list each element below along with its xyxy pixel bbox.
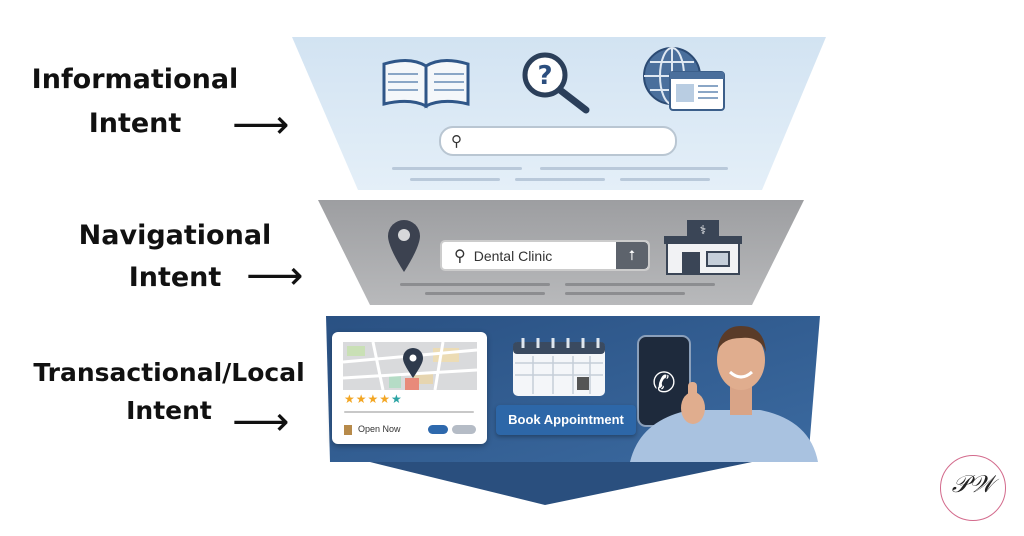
search-submit-button[interactable]: ⭡ xyxy=(616,242,648,269)
book-appointment-button[interactable]: Book Appointment xyxy=(496,405,636,435)
text-line xyxy=(410,178,500,181)
toggle-on-button[interactable] xyxy=(428,425,448,434)
funnel-tip xyxy=(370,462,752,505)
text-line xyxy=(620,178,710,181)
svg-text:✆: ✆ xyxy=(652,367,675,398)
map-thumbnail xyxy=(343,342,477,390)
local-listing-card[interactable]: ★★★★★ Open Now xyxy=(332,332,487,444)
title-line: Intent xyxy=(128,262,222,293)
arrow-icon: ⟶ xyxy=(232,102,290,148)
book-icon xyxy=(382,59,470,109)
title-line: Informational xyxy=(31,64,239,95)
phone-icon: ✆ xyxy=(637,335,691,427)
location-pin-icon xyxy=(388,220,420,272)
title-line: Transactional/Local xyxy=(33,358,305,387)
calendar-icon xyxy=(513,338,605,396)
title-line: Navigational xyxy=(78,220,272,251)
arrow-icon: ⟶ xyxy=(246,253,304,299)
text-line xyxy=(392,167,522,170)
text-line xyxy=(565,283,715,286)
svg-text:?: ? xyxy=(537,61,552,91)
svg-text:⚕: ⚕ xyxy=(700,223,707,237)
text-line xyxy=(425,292,545,295)
arrow-icon: ⟶ xyxy=(232,399,290,445)
title-line: Intent xyxy=(88,108,182,139)
navigational-search-bar[interactable]: ⚲ Dental Clinic ⭡ xyxy=(440,240,650,271)
search-icon: ⚲ xyxy=(451,133,462,150)
practiwrite-logo: 𝒫𝒲 xyxy=(940,455,1006,521)
star-rating: ★★★★★ xyxy=(344,392,403,406)
informational-search-bar[interactable]: ⚲ xyxy=(439,126,677,156)
listing-status: Open Now xyxy=(358,424,401,434)
open-icon xyxy=(344,425,352,435)
text-line xyxy=(565,292,685,295)
globe-browser-icon xyxy=(643,47,725,111)
text-line xyxy=(344,411,474,413)
text-line xyxy=(540,167,728,170)
search-value: Dental Clinic xyxy=(473,247,553,264)
title-line: Intent xyxy=(126,396,212,425)
text-line xyxy=(400,283,550,286)
text-line xyxy=(515,178,605,181)
smiling-man-photo xyxy=(630,326,818,462)
building-icon: ⚕ xyxy=(664,220,742,275)
magnifier-question-icon: ? xyxy=(522,52,590,114)
search-icon: ⚲ xyxy=(454,247,466,265)
toggle-off-button[interactable] xyxy=(452,425,476,434)
